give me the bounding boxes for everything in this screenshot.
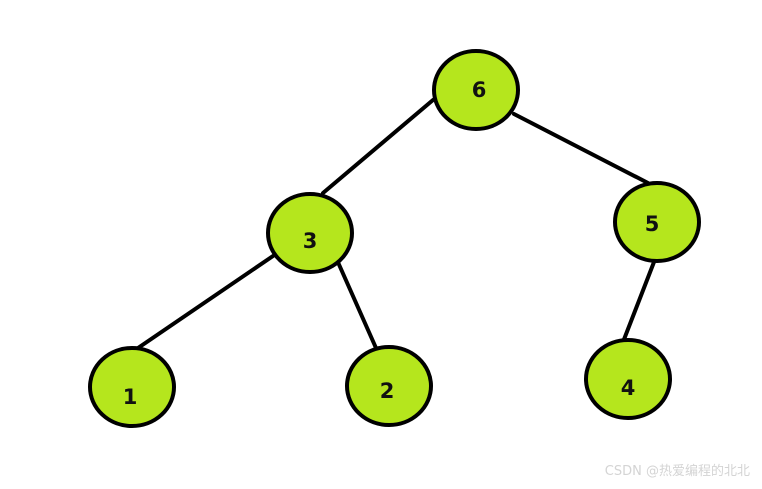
edge-3-2 (335, 258, 378, 350)
edge-5-4 (621, 260, 656, 344)
tree-node-label: 6 (472, 78, 487, 102)
tree-node-2: 2 (345, 345, 433, 427)
tree-node-label: 4 (621, 376, 636, 400)
edge-6-5 (512, 112, 650, 185)
tree-node-label: 2 (380, 379, 395, 403)
tree-node-3: 3 (266, 192, 354, 274)
tree-node-circle (88, 346, 176, 428)
tree-node-label: 5 (645, 212, 660, 236)
tree-node-1: 1 (88, 346, 176, 428)
edge-6-3 (321, 98, 435, 195)
nodes-layer: 6 3 5 1 2 4 (88, 49, 701, 428)
tree-node-circle (432, 49, 520, 131)
tree-node-label: 3 (303, 229, 318, 253)
tree-node-4: 4 (584, 338, 672, 420)
tree-node-circle (613, 181, 701, 263)
tree-node-label: 1 (123, 385, 138, 409)
watermark-text: CSDN @热爱编程的北北 (604, 464, 750, 479)
edge-3-1 (136, 254, 275, 350)
tree-node-circle (345, 345, 433, 427)
tree-node-circle (584, 338, 672, 420)
edges-layer (136, 98, 656, 350)
tree-node-6: 6 (432, 49, 520, 131)
tree-node-5: 5 (613, 181, 701, 263)
tree-node-circle (266, 192, 354, 274)
